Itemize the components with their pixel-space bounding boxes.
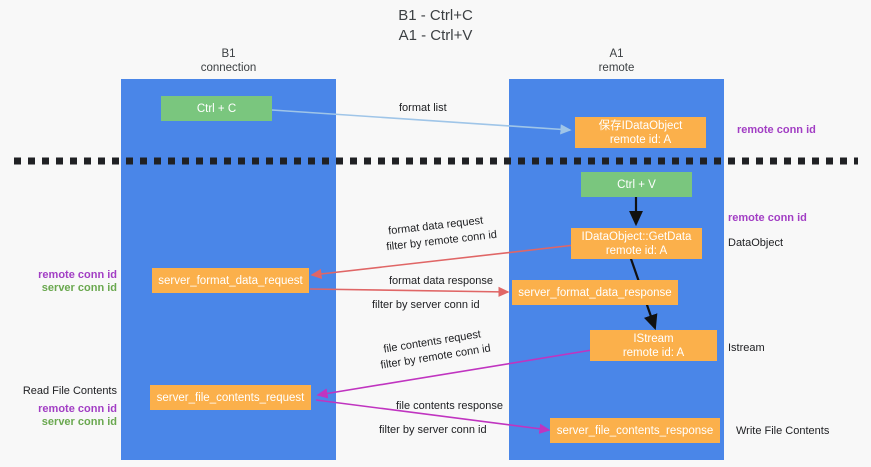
node-save-idataobject[interactable]: 保存IDataObject remote id: A xyxy=(575,117,706,148)
lane-title-b1: B1 connection xyxy=(200,48,257,74)
node-server-file-contents-request-label: server_file_contents_request xyxy=(156,391,305,404)
node-ctrl-v-label: Ctrl + V xyxy=(617,178,656,191)
edge-label-format-data-response-filter: filter by server conn id xyxy=(372,298,480,312)
node-ctrl-v[interactable]: Ctrl + V xyxy=(581,172,692,197)
annotation-left-remote-conn-id-2: remote conn id xyxy=(38,403,117,415)
node-istream-label: IStream xyxy=(633,332,674,345)
lane-title-a1: A1 remote xyxy=(598,48,635,74)
annotation-read-file-contents: Read File Contents xyxy=(22,385,117,397)
annotation-left-server-conn-id: server conn id xyxy=(41,282,117,294)
annotation-left-remote-conn-id: remote conn id xyxy=(38,269,117,281)
node-ctrl-c-label: Ctrl + C xyxy=(196,102,237,115)
annotation-left-server-conn-id-2: server conn id xyxy=(41,416,117,428)
edge-label-file-contents-response: file contents response xyxy=(396,400,504,412)
edge-label-format-data-response: format data response xyxy=(389,275,493,287)
filter-prefix: filter by xyxy=(385,236,426,254)
page-title: B1 - Ctrl+C A1 - Ctrl+V xyxy=(398,7,473,44)
arrow-format-data-response xyxy=(309,286,510,297)
edge-label-file-contents-response-filter: filter by server conn id xyxy=(379,423,487,437)
annotation-remote-conn-id-top: remote conn id xyxy=(737,124,816,136)
node-server-format-data-request-label: server_format_data_request xyxy=(158,274,303,287)
node-ctrl-c[interactable]: Ctrl + C xyxy=(161,96,272,121)
node-idataobject-getdata-sub: remote id: A xyxy=(605,244,668,257)
node-server-format-data-response[interactable]: server_format_data_response xyxy=(512,280,678,305)
node-idataobject-getdata-label: IDataObject::GetData xyxy=(581,230,692,243)
filter-prefix: filter by xyxy=(372,299,411,311)
filter-prefix: filter by xyxy=(379,424,418,436)
node-idataobject-getdata[interactable]: IDataObject::GetData remote id: A xyxy=(571,228,702,259)
annotation-remote-conn-id-mid: remote conn id xyxy=(728,212,807,224)
node-save-idataobject-label: 保存IDataObject xyxy=(598,119,683,132)
node-server-file-contents-request[interactable]: server_file_contents_request xyxy=(150,385,311,410)
annotation-write-file-contents: Write File Contents xyxy=(736,425,830,437)
node-save-idataobject-sub: remote id: A xyxy=(609,133,672,146)
node-server-format-data-request[interactable]: server_format_data_request xyxy=(152,268,309,293)
node-server-format-data-response-label: server_format_data_response xyxy=(518,286,672,299)
annotation-istream: Istream xyxy=(728,342,765,354)
edge-label-format-list: format list xyxy=(399,102,447,114)
node-server-file-contents-response-label: server_file_contents_response xyxy=(556,424,714,437)
node-server-file-contents-response[interactable]: server_file_contents_response xyxy=(550,418,720,443)
node-istream[interactable]: IStream remote id: A xyxy=(590,330,717,361)
filter-key-server-conn-id: server conn id xyxy=(410,299,480,311)
annotation-dataobject: DataObject xyxy=(728,237,784,249)
node-istream-sub: remote id: A xyxy=(622,346,685,359)
filter-key-server-conn-id: server conn id xyxy=(417,424,487,436)
